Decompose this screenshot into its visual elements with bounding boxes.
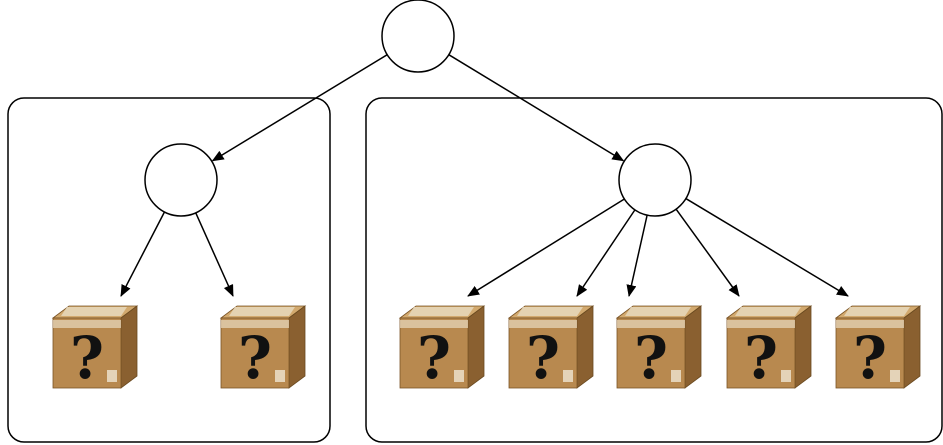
mystery-box-icon: ? <box>398 305 486 392</box>
node-layer <box>144 0 692 217</box>
question-mark-glyph: ? <box>70 324 104 392</box>
mystery-box-icon: ? <box>834 305 922 392</box>
internal-node-icon <box>618 143 692 217</box>
edge-child-2-to-leaf-2 <box>576 209 636 297</box>
mystery-box-icon: ? <box>507 305 595 392</box>
leaf-layer: ??????? <box>51 305 922 392</box>
mystery-box-icon: ? <box>615 305 703 392</box>
edge-child-2-to-leaf-5 <box>685 197 849 297</box>
question-mark-glyph: ? <box>526 324 560 392</box>
internal-node-icon <box>144 143 218 217</box>
mystery-box-icon: ? <box>51 305 139 392</box>
root-node-icon <box>381 0 455 73</box>
edge-child-2-to-leaf-4 <box>675 208 740 297</box>
edge-child-2-to-leaf-1 <box>467 198 625 297</box>
mystery-box-icon: ? <box>725 305 813 392</box>
edge-child-1-to-leaf-1 <box>120 211 166 297</box>
question-mark-glyph: ? <box>634 324 668 392</box>
question-mark-glyph: ? <box>853 324 887 392</box>
edge-root-to-child-1 <box>211 54 388 162</box>
edge-child-1-to-leaf-2 <box>195 212 234 297</box>
mystery-box-icon: ? <box>219 305 307 392</box>
right-subtree-frame <box>365 97 943 443</box>
question-mark-glyph: ? <box>417 324 451 392</box>
question-mark-glyph: ? <box>744 324 778 392</box>
edge-child-2-to-leaf-3 <box>626 214 648 297</box>
edge-layer <box>120 54 849 297</box>
edge-root-to-child-2 <box>448 54 625 162</box>
question-mark-glyph: ? <box>238 324 272 392</box>
left-subtree-frame <box>7 97 331 443</box>
